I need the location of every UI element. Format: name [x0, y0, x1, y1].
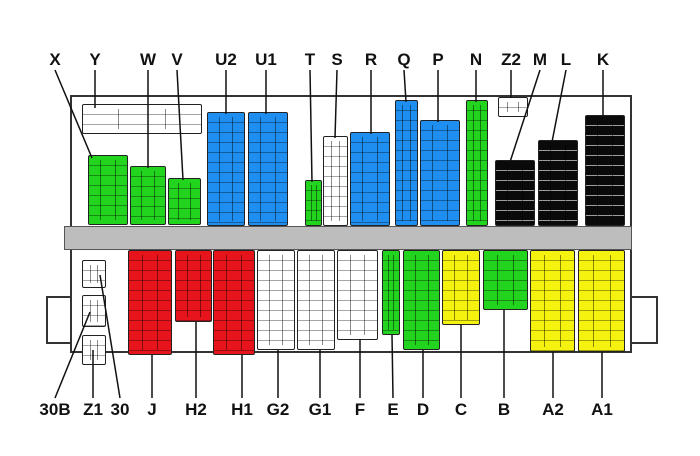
label-K: K: [596, 50, 610, 69]
label-S: S: [331, 50, 343, 69]
label-Z1: Z1: [83, 400, 103, 419]
label-B: B: [497, 400, 511, 419]
label-F: F: [354, 400, 366, 419]
connector-E: [382, 250, 400, 335]
label-G2: G2: [266, 400, 290, 419]
label-E: E: [387, 400, 399, 419]
connector-Q: [395, 100, 418, 226]
connector-X: [88, 155, 128, 225]
connector-V: [168, 178, 201, 225]
label-A2: A2: [542, 400, 564, 419]
connector-P: [420, 120, 460, 226]
label-A1: A1: [591, 400, 613, 419]
label-L: L: [560, 50, 572, 69]
connector-K: [585, 115, 625, 226]
label-X: X: [49, 50, 61, 69]
label-U1: U1: [255, 50, 277, 69]
relay-Z1: [82, 335, 106, 365]
left-mount-bracket: [46, 296, 72, 344]
label-C: C: [454, 400, 468, 419]
connector-Y: [82, 104, 202, 134]
connector-U1: [248, 112, 288, 226]
label-V: V: [171, 50, 183, 69]
label-G1: G1: [308, 400, 332, 419]
label-H2: H2: [185, 400, 207, 419]
connector-C: [442, 250, 480, 325]
connector-J: [128, 250, 172, 355]
label-30B: 30B: [39, 400, 71, 419]
connector-A2: [530, 250, 575, 352]
connector-M: [495, 160, 535, 226]
label-T: T: [304, 50, 316, 69]
connector-L: [538, 140, 578, 226]
connector-T: [305, 180, 322, 226]
label-J: J: [147, 400, 157, 419]
connector-B: [483, 250, 528, 310]
label-Y: Y: [89, 50, 101, 69]
label-Z2: Z2: [501, 50, 521, 69]
label-U2: U2: [215, 50, 237, 69]
connector-H2: [175, 250, 212, 322]
label-H1: H1: [231, 400, 253, 419]
connector-H1: [213, 250, 255, 355]
connector-U2: [207, 112, 245, 226]
connector-N: [466, 100, 488, 226]
right-mount-bracket: [632, 296, 658, 344]
label-D: D: [416, 400, 430, 419]
connector-W: [130, 166, 166, 225]
connector-G2: [257, 250, 295, 350]
connector-G1: [297, 250, 335, 350]
connector-D: [403, 250, 440, 350]
label-P: P: [432, 50, 444, 69]
label-N: N: [469, 50, 483, 69]
label-W: W: [139, 50, 157, 69]
bus-bar: [64, 226, 632, 250]
label-R: R: [364, 50, 378, 69]
label-Q: Q: [397, 50, 411, 69]
label-M: M: [532, 50, 548, 69]
label-30: 30: [110, 400, 130, 419]
connector-S: [323, 136, 348, 226]
connector-A1: [578, 250, 625, 352]
connector-F: [337, 250, 378, 340]
connector-R: [350, 132, 390, 226]
